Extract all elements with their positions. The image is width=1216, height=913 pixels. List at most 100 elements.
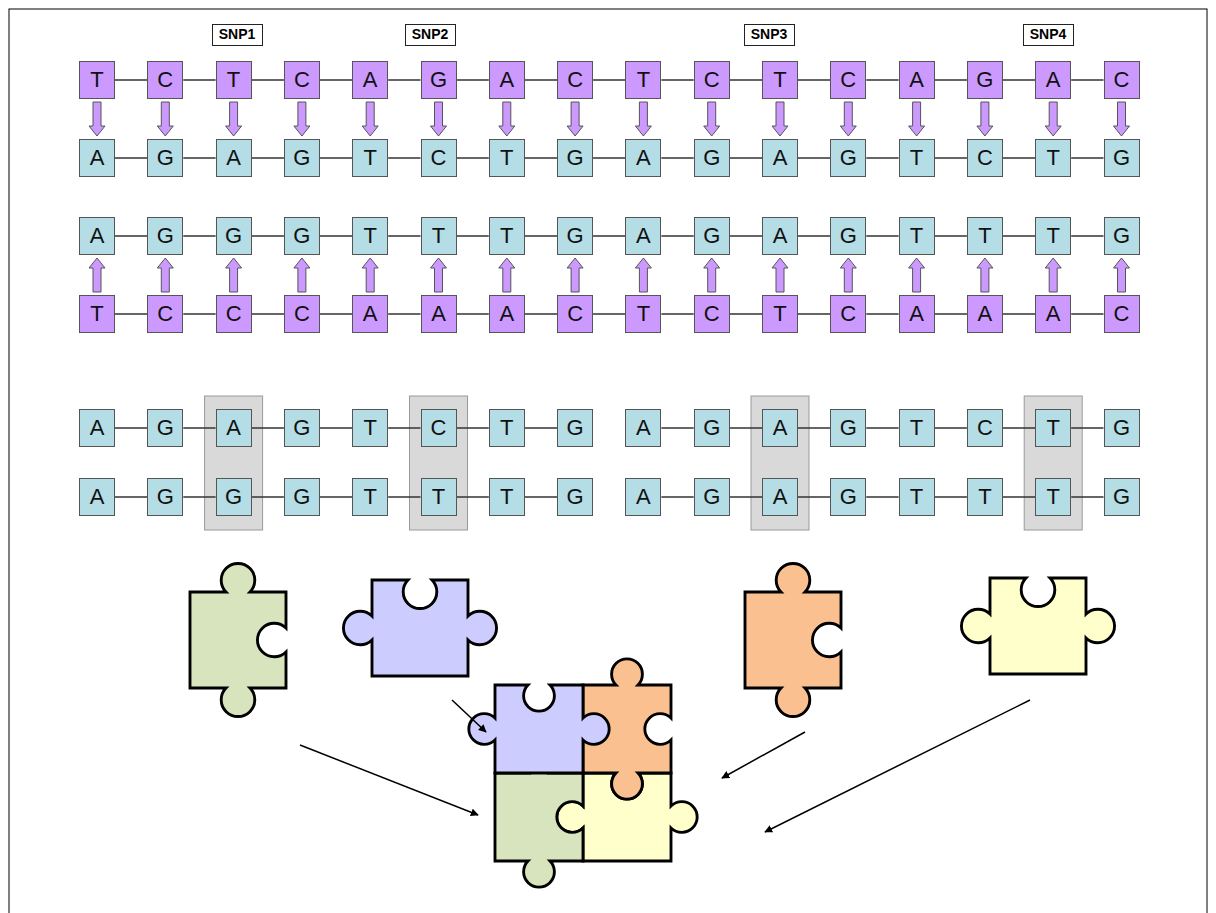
- bond-line: [388, 496, 420, 498]
- nucleotide-letter: C: [294, 302, 310, 326]
- nucleotide-letter: T: [978, 224, 991, 248]
- nucleotide-box: T: [762, 295, 798, 333]
- nucleotide-box: C: [284, 295, 320, 333]
- nucleotide-box: C: [216, 295, 252, 333]
- nucleotide-box: T: [79, 61, 115, 99]
- nucleotide-letter: A: [499, 302, 514, 326]
- nucleotide-box: A: [216, 139, 252, 177]
- nucleotide-letter: G: [1113, 146, 1130, 170]
- nucleotide-letter: G: [840, 485, 857, 509]
- nucleotide-letter: T: [773, 302, 786, 326]
- nucleotide-letter: C: [704, 68, 720, 92]
- nucleotide-box: C: [147, 295, 183, 333]
- bond-line: [593, 79, 625, 81]
- nucleotide-letter: C: [226, 302, 242, 326]
- nucleotide-box: G: [216, 217, 252, 255]
- nucleotide-letter: G: [567, 416, 584, 440]
- nucleotide-box: C: [694, 61, 730, 99]
- bond-line: [661, 427, 693, 429]
- nucleotide-box: G: [147, 409, 183, 447]
- bond-line: [935, 427, 967, 429]
- bond-line: [252, 313, 284, 315]
- bond-line: [525, 79, 557, 81]
- nucleotide-letter: T: [637, 302, 650, 326]
- nucleotide-box: A: [79, 139, 115, 177]
- nucleotide-box: T: [352, 409, 388, 447]
- bond-line: [252, 157, 284, 159]
- nucleotide-letter: A: [773, 224, 788, 248]
- nucleotide-letter: G: [157, 416, 174, 440]
- pairing-arrow: [226, 102, 242, 136]
- bond-line: [183, 157, 215, 159]
- nucleotide-letter: T: [1046, 416, 1059, 440]
- nucleotide-letter: T: [90, 302, 103, 326]
- bond-line: [730, 496, 762, 498]
- nucleotide-box: T: [216, 61, 252, 99]
- nucleotide-box: T: [625, 295, 661, 333]
- puzzle-piece: [745, 563, 841, 716]
- nucleotide-letter: G: [293, 485, 310, 509]
- nucleotide-box: C: [830, 61, 866, 99]
- bond-line: [457, 313, 489, 315]
- puzzle-piece: [190, 563, 286, 716]
- bond-line: [798, 235, 830, 237]
- bond-line: [183, 235, 215, 237]
- bond-line: [935, 235, 967, 237]
- nucleotide-letter: A: [363, 302, 378, 326]
- nucleotide-box: T: [899, 217, 935, 255]
- nucleotide-letter: G: [225, 485, 242, 509]
- pairing-arrow: [567, 258, 583, 292]
- nucleotide-letter: G: [703, 416, 720, 440]
- nucleotide-letter: G: [157, 485, 174, 509]
- nucleotide-letter: G: [567, 146, 584, 170]
- bond-line: [1003, 79, 1035, 81]
- nucleotide-box: T: [899, 478, 935, 516]
- bond-line: [730, 79, 762, 81]
- bond-line: [525, 235, 557, 237]
- bond-line: [730, 313, 762, 315]
- nucleotide-box: A: [79, 478, 115, 516]
- nucleotide-box: C: [147, 61, 183, 99]
- pairing-arrow: [499, 258, 515, 292]
- nucleotide-box: G: [1104, 139, 1140, 177]
- bond-line: [252, 79, 284, 81]
- bond-line: [525, 427, 557, 429]
- bond-line: [525, 496, 557, 498]
- pairing-arrow: [431, 258, 447, 292]
- bond-line: [457, 496, 489, 498]
- nucleotide-box: T: [352, 217, 388, 255]
- nucleotide-letter: A: [636, 485, 651, 509]
- nucleotide-box: A: [625, 217, 661, 255]
- nucleotide-letter: A: [90, 224, 105, 248]
- pairing-arrow: [362, 258, 378, 292]
- bond-line: [730, 157, 762, 159]
- nucleotide-box: T: [1035, 217, 1071, 255]
- nucleotide-letter: A: [499, 68, 514, 92]
- nucleotide-box: T: [489, 478, 525, 516]
- nucleotide-box: A: [79, 217, 115, 255]
- nucleotide-letter: G: [1113, 224, 1130, 248]
- nucleotide-letter: G: [703, 146, 720, 170]
- nucleotide-box: A: [625, 409, 661, 447]
- nucleotide-box: T: [489, 217, 525, 255]
- nucleotide-box: G: [147, 478, 183, 516]
- nucleotide-letter: C: [431, 416, 447, 440]
- nucleotide-box: A: [352, 295, 388, 333]
- nucleotide-box: T: [352, 139, 388, 177]
- nucleotide-box: T: [967, 217, 1003, 255]
- nucleotide-letter: C: [294, 68, 310, 92]
- nucleotide-letter: A: [90, 485, 105, 509]
- nucleotide-box: G: [694, 478, 730, 516]
- nucleotide-box: G: [216, 478, 252, 516]
- nucleotide-letter: A: [1046, 302, 1061, 326]
- bond-line: [798, 79, 830, 81]
- nucleotide-letter: A: [90, 146, 105, 170]
- nucleotide-box: T: [352, 478, 388, 516]
- bond-line: [525, 157, 557, 159]
- nucleotide-box: A: [352, 61, 388, 99]
- nucleotide-letter: T: [910, 485, 923, 509]
- bond-line: [1071, 496, 1103, 498]
- pairing-arrow: [635, 102, 651, 136]
